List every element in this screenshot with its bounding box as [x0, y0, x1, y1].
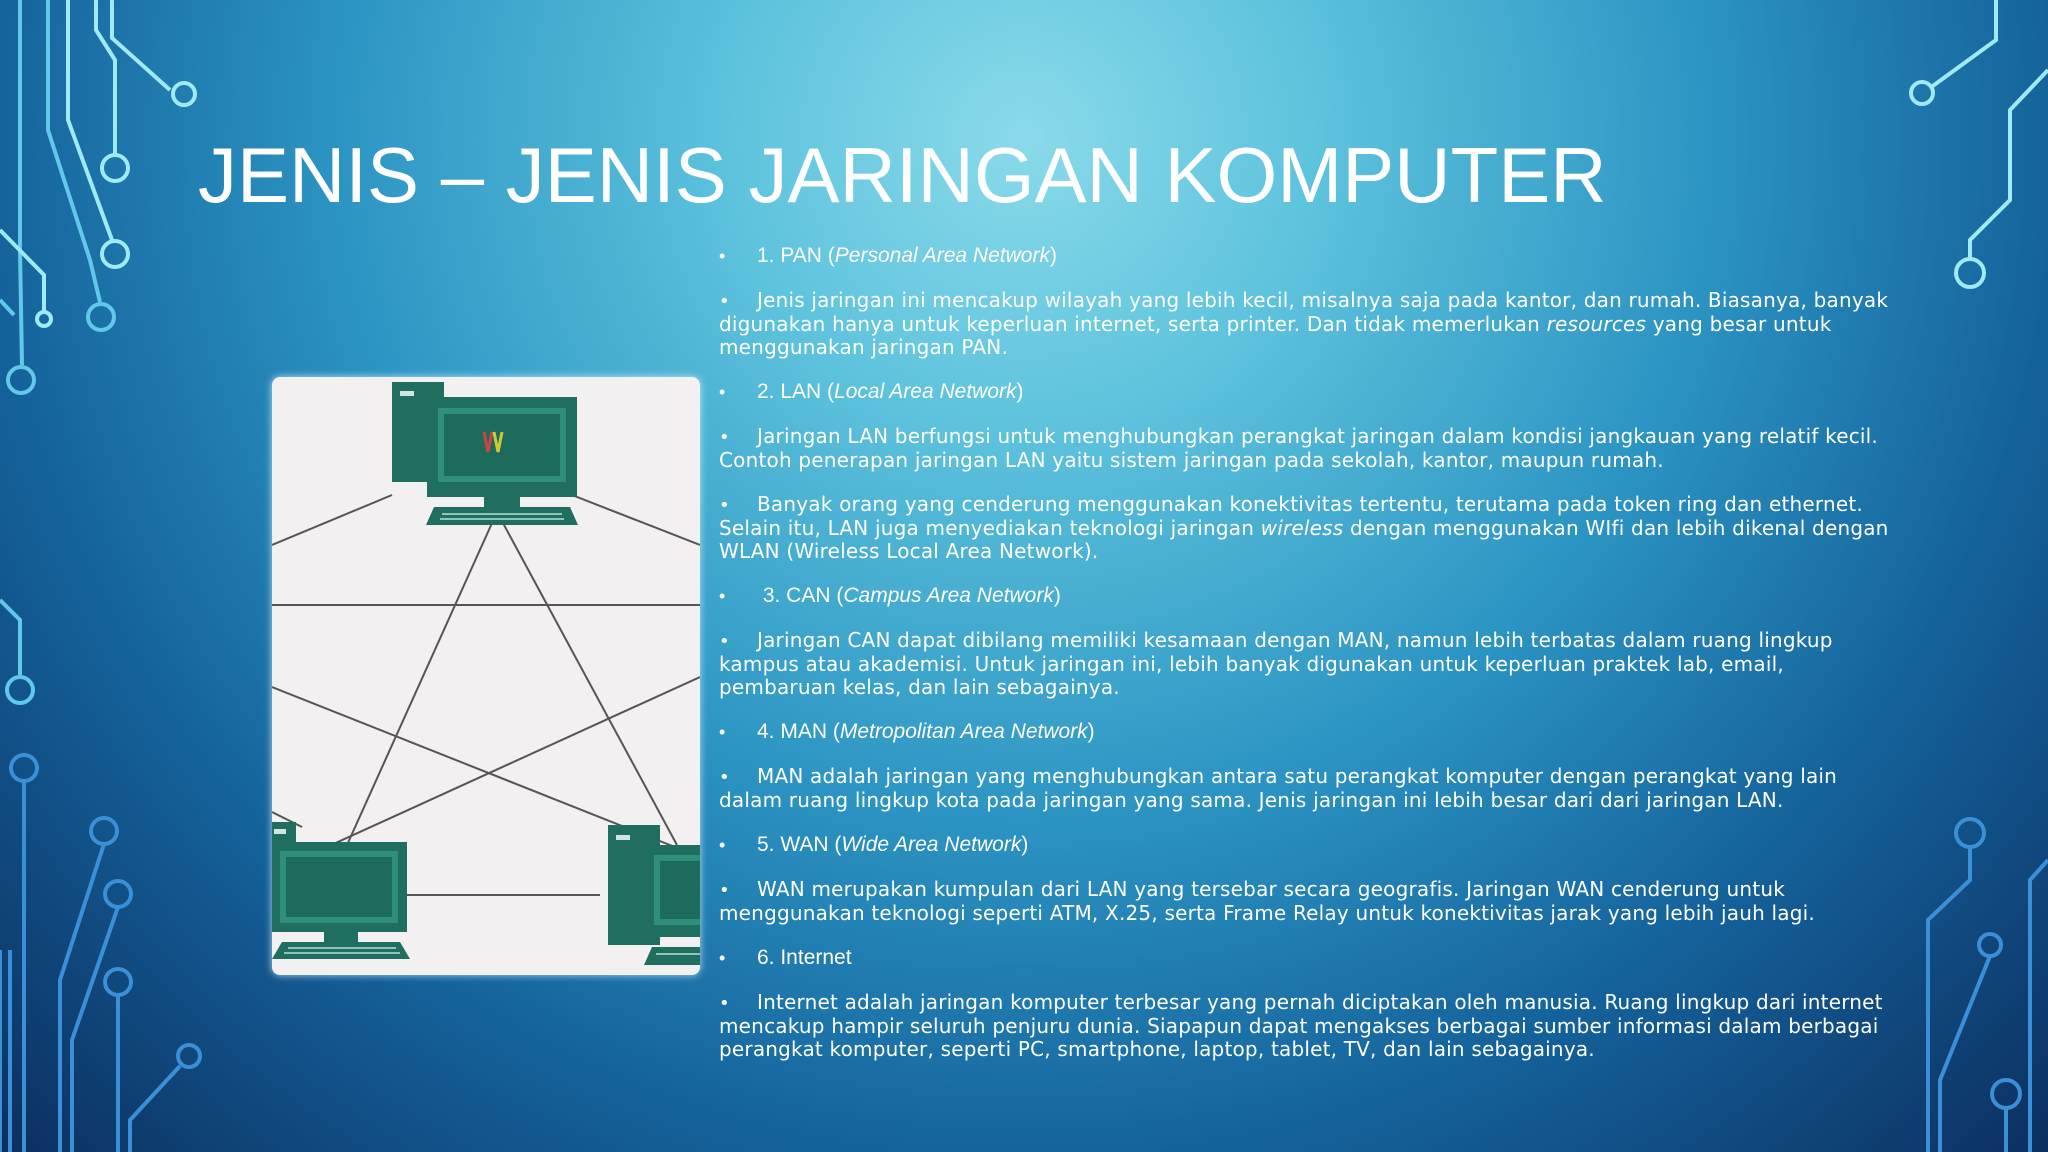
bullet: •	[719, 880, 730, 901]
bullet: •	[719, 427, 730, 448]
computer-bottom-left-icon	[272, 822, 410, 959]
bullet: •	[719, 767, 730, 788]
list-item-internet-heading: •6. Internet	[719, 946, 852, 969]
list-item-lan-connectivity: •Banyak orang yang cenderung menggunakan…	[719, 492, 1889, 563]
bullet: •	[719, 586, 726, 606]
list-item-man-description: •MAN adalah jaringan yang menghubungkan …	[719, 764, 1838, 812]
network-topology-svg	[272, 382, 700, 965]
list-item-can-heading: • 3. CAN (Campus Area Network)	[719, 584, 1061, 607]
list-item-wan-description: •WAN merupakan kumpulan dari LAN yang te…	[719, 877, 1815, 925]
network-topology-illustration	[272, 377, 700, 975]
bullet: •	[719, 993, 730, 1014]
connection-lines	[272, 494, 700, 896]
list-item-pan-description: •Jenis jaringan ini mencakup wilayah yan…	[719, 288, 1889, 359]
bullet: •	[719, 495, 730, 516]
circuit-line	[110, 0, 172, 92]
bullet: •	[719, 246, 726, 266]
bullet: •	[719, 835, 726, 855]
bullet: •	[719, 722, 726, 742]
bullet: •	[719, 382, 726, 402]
list-item-pan-heading: •1. PAN (Personal Area Network)	[719, 244, 1057, 267]
list-item-wan-heading: •5. WAN (Wide Area Network)	[719, 833, 1029, 856]
content-list: •1. PAN (Personal Area Network) •Jenis j…	[719, 244, 1899, 1082]
bullet: •	[719, 291, 730, 312]
computer-bottom-right-icon	[608, 825, 700, 965]
list-item-lan-heading: •2. LAN (Local Area Network)	[719, 380, 1024, 403]
list-item-man-heading: •4. MAN (Metropolitan Area Network)	[719, 720, 1095, 743]
list-item-internet-description: •Internet adalah jaringan komputer terbe…	[719, 990, 1883, 1061]
list-item-lan-description: •Jaringan LAN berfungsi untuk menghubung…	[719, 424, 1878, 472]
bullet: •	[719, 631, 730, 652]
computer-top-icon	[392, 382, 578, 525]
slide-title: JENIS – JENIS JARINGAN KOMPUTER	[198, 131, 1607, 219]
list-item-can-description: •Jaringan CAN dapat dibilang memiliki ke…	[719, 628, 1833, 699]
bullet: •	[719, 948, 726, 968]
